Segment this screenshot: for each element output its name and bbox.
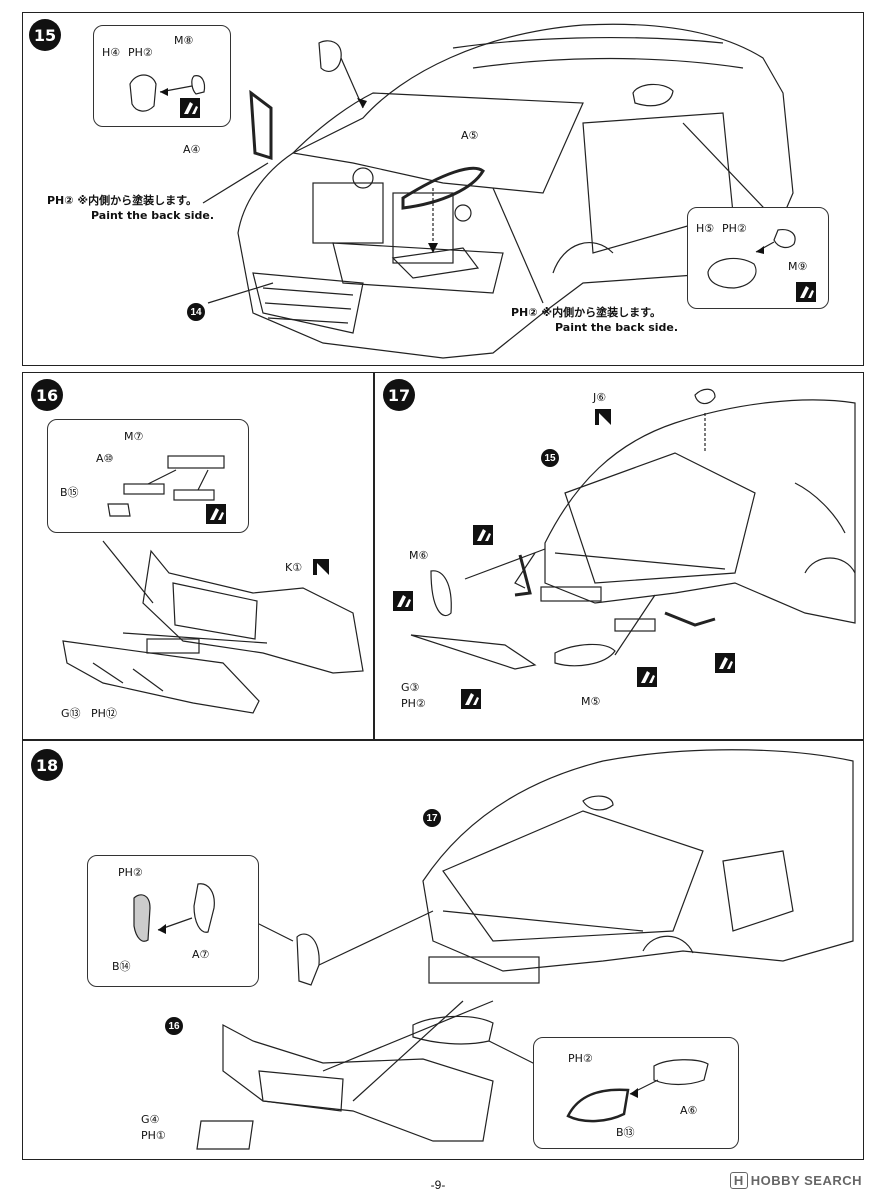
part-label-b14: B⑭ — [112, 960, 131, 973]
paint-note-left-jp: PH② ※内側から塗装します。 — [47, 194, 198, 207]
cut-icon-17 — [595, 409, 611, 425]
part-label-a5: A⑤ — [461, 129, 479, 142]
ref-step-17: 17 — [423, 809, 441, 827]
taillight-parts-icon — [133, 883, 215, 942]
glue-icon-16 — [206, 504, 226, 524]
taillight-lens-icon — [566, 1059, 709, 1123]
paint-label-ph2-right: PH② — [722, 222, 747, 235]
rear-car-illustration-17 — [410, 388, 856, 670]
step-number-17: 17 — [383, 379, 415, 411]
paint-label-ph2-17: PH② — [401, 697, 426, 710]
page-number: -9- — [430, 1178, 446, 1192]
ref-step-15: 15 — [541, 449, 559, 467]
paint-label-ph2-18a: PH② — [118, 866, 143, 879]
part-label-k1: K① — [285, 561, 303, 574]
part-label-g4: G④ — [141, 1113, 160, 1126]
paint-label-ph1: PH① — [141, 1129, 166, 1142]
paint-note-right: PH② ※内側から塗装します。 Paint the back side. — [511, 305, 678, 335]
paint-note-right-jp: PH② ※内側から塗装します。 — [511, 306, 662, 319]
rear-bumper-illustration — [62, 540, 364, 714]
step-number-16: 16 — [31, 379, 63, 411]
paint-label-ph2-18b: PH② — [568, 1052, 593, 1065]
glue-icon-17a — [473, 525, 493, 545]
glue-icon — [180, 98, 200, 118]
step-15-right-inset: H⑤ PH② M⑨ — [687, 207, 829, 309]
step-15-car-illustration — [202, 23, 794, 359]
part-label-b13: B⑬ — [616, 1126, 635, 1139]
watermark-logo-icon: H — [729, 1172, 748, 1189]
part-label-m8: M⑧ — [174, 34, 194, 47]
paint-label-ph2: PH② — [128, 46, 153, 59]
ref-step-14: 14 — [187, 303, 205, 321]
part-label-m9: M⑨ — [788, 260, 808, 273]
step-17-panel: 17 J⑥ 15 M⑥ G③ PH② — [374, 372, 864, 740]
step-number-18: 18 — [31, 749, 63, 781]
step-18-left-inset: PH② B⑭ A⑦ — [87, 855, 259, 987]
paint-label-ph12: PH⑫ — [91, 707, 117, 720]
step-16-inset: M⑦ A⑩ B⑮ — [47, 419, 249, 533]
glue-icon-right — [796, 282, 816, 302]
step-16-panel: 16 M⑦ A⑩ B⑮ K① — [22, 372, 374, 740]
cut-icon — [313, 559, 329, 575]
part-label-g3: G③ — [401, 681, 420, 694]
part-label-m5: M⑤ — [581, 695, 601, 708]
part-label-m6: M⑥ — [409, 549, 429, 562]
reflector-parts-icon — [107, 455, 225, 517]
part-label-a10: A⑩ — [96, 452, 114, 465]
glue-icon-17c — [461, 689, 481, 709]
part-label-a7: A⑦ — [192, 948, 210, 961]
part-label-h5: H⑤ — [696, 222, 715, 235]
mirror-housing-icon — [129, 74, 206, 112]
step-15-left-inset: H④ PH② M⑧ — [93, 25, 231, 127]
glue-icon-17e — [715, 653, 735, 673]
part-label-a6: A⑥ — [680, 1104, 698, 1117]
part-label-h4: H④ — [102, 46, 121, 59]
step-18-panel: 18 17 16 PH② B⑭ A⑦ — [22, 740, 864, 1160]
step-18-right-inset: PH② B⑬ A⑥ — [533, 1037, 739, 1149]
paint-note-left: PH② ※内側から塗装します。 Paint the back side. — [47, 193, 214, 223]
part-label-a4: A④ — [183, 143, 201, 156]
ref-step-16: 16 — [165, 1017, 183, 1035]
part-label-b15: B⑮ — [60, 486, 79, 499]
part-label-m7: M⑦ — [124, 430, 144, 443]
side-mirror-icon — [707, 229, 796, 289]
step-number-15: 15 — [29, 19, 61, 51]
watermark-text: HOBBY SEARCH — [750, 1173, 862, 1188]
step-15-panel: 15 — [22, 12, 864, 366]
glue-icon-17b — [393, 591, 413, 611]
part-label-j6: J⑥ — [593, 391, 607, 404]
part-label-g13: G⑬ — [61, 707, 81, 720]
paint-note-left-en: Paint the back side. — [91, 209, 215, 222]
rear-car-illustration-18 — [196, 749, 854, 1150]
paint-note-right-en: Paint the back side. — [555, 321, 679, 334]
glue-icon-17d — [637, 667, 657, 687]
